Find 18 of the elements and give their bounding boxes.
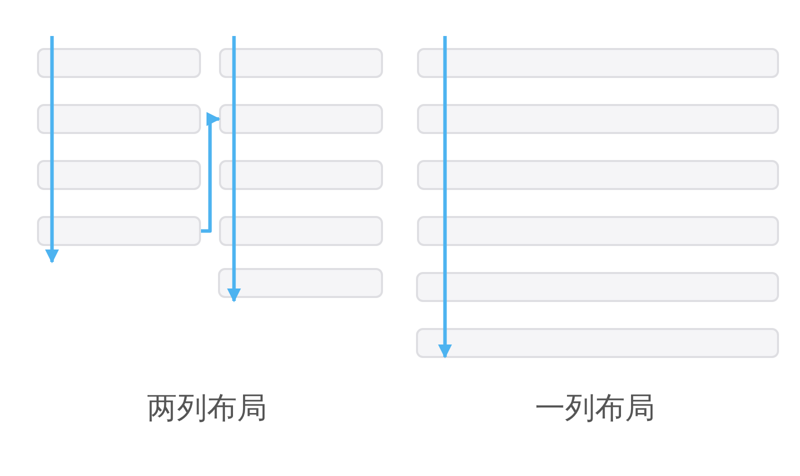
placeholder-bar: [417, 160, 779, 190]
placeholder-bar: [37, 216, 201, 246]
placeholder-bar: [219, 48, 383, 78]
placeholder-bar: [218, 268, 383, 298]
placeholder-bar: [219, 216, 383, 246]
placeholder-bar: [37, 48, 201, 78]
placeholder-bar: [417, 216, 779, 246]
layout-caption: 一列布局: [535, 390, 655, 428]
layout-caption: 两列布局: [147, 390, 267, 428]
placeholder-bar: [417, 104, 779, 134]
placeholder-bar: [416, 272, 779, 302]
placeholder-bar: [219, 104, 383, 134]
placeholder-bar: [37, 160, 201, 190]
placeholder-bar: [37, 104, 201, 134]
placeholder-bar: [417, 48, 779, 78]
placeholder-bar: [219, 160, 383, 190]
arrow: [201, 112, 220, 233]
placeholder-bar: [416, 328, 779, 358]
